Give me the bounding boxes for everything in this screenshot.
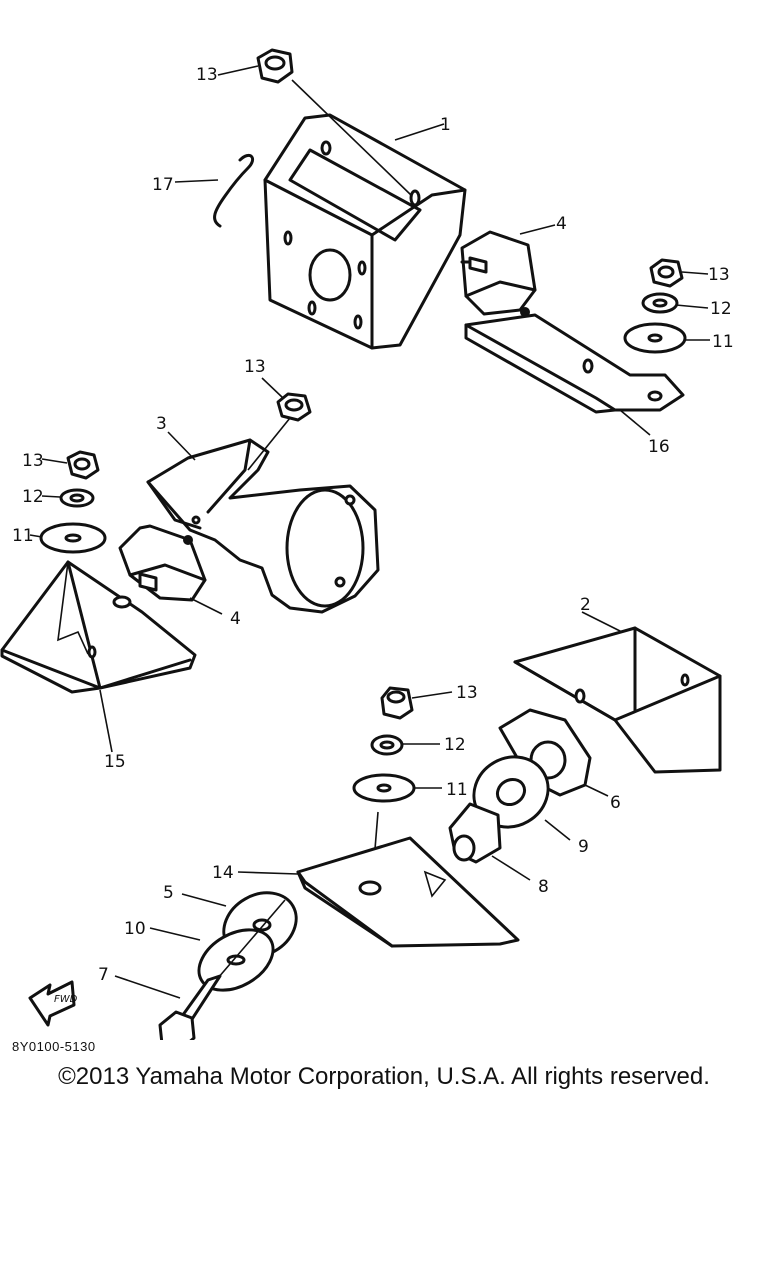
callout-15: 15 — [104, 752, 126, 772]
part-11-washer-left — [39, 522, 107, 554]
part-4-damper-top — [460, 230, 591, 366]
part-1-bracket — [263, 113, 467, 350]
callout-1: 1 — [440, 115, 451, 135]
callout-7: 7 — [98, 965, 109, 985]
part-15-plate — [0, 560, 197, 694]
part-12-washer-left — [59, 488, 95, 508]
callout-17: 17 — [152, 175, 174, 195]
callout-8: 8 — [538, 877, 549, 897]
callout-13: 13 — [22, 451, 44, 471]
part-3-bracket — [146, 438, 380, 614]
part-13-nut-left — [66, 450, 100, 480]
part-10-washer — [197, 928, 275, 992]
part-4-damper-middle — [118, 524, 207, 602]
callout-12: 12 — [710, 299, 732, 319]
leader-lines — [29, 65, 710, 999]
callout-2: 2 — [580, 595, 591, 615]
part-7-bolt — [158, 899, 286, 1040]
exploded-parts-diagram: FWD 13 1 17 4 13 12 11 — [0, 48, 734, 1040]
part-12-washer-right — [641, 292, 679, 314]
part-13-nut-center — [247, 392, 312, 471]
part-16-plate — [464, 313, 685, 414]
callout-16: 16 — [648, 437, 670, 457]
callout-12: 12 — [444, 735, 466, 755]
part-17-circlip — [213, 154, 254, 228]
callout-11: 11 — [12, 526, 34, 546]
callout-4: 4 — [230, 609, 241, 629]
part-13-nut-lower — [380, 686, 414, 720]
callout-13: 13 — [456, 683, 478, 703]
part-13-nut-right — [649, 258, 684, 288]
copyright-notice: ©2013 Yamaha Motor Corporation, U.S.A. A… — [58, 1063, 710, 1090]
callout-3: 3 — [156, 414, 167, 434]
part-13-nut-top — [256, 48, 413, 197]
callout-13: 13 — [708, 265, 730, 285]
part-14-plate — [296, 836, 520, 948]
fwd-arrow-icon: FWD — [28, 980, 78, 1027]
callout-6: 6 — [610, 793, 621, 813]
part-11-washer-right — [623, 322, 687, 354]
callout-14: 14 — [212, 863, 234, 883]
callout-13: 13 — [196, 65, 218, 85]
part-12-washer-lower — [370, 734, 404, 756]
part-2-bracket — [513, 626, 722, 774]
callout-13: 13 — [244, 357, 266, 377]
part-9-washer — [472, 755, 550, 829]
callout-labels: 13 1 17 4 13 12 11 16 13 3 13 12 11 4 15… — [12, 65, 734, 985]
part-8-collar — [448, 802, 502, 864]
callout-9: 9 — [578, 837, 589, 857]
callout-5: 5 — [163, 883, 174, 903]
callout-11: 11 — [712, 332, 734, 352]
callout-4: 4 — [556, 214, 567, 234]
callout-11: 11 — [446, 780, 468, 800]
callout-10: 10 — [124, 919, 146, 939]
diagram-code: 8Y0100-5130 — [12, 1039, 96, 1054]
fwd-label: FWD — [54, 994, 78, 1005]
callout-12: 12 — [22, 487, 44, 507]
